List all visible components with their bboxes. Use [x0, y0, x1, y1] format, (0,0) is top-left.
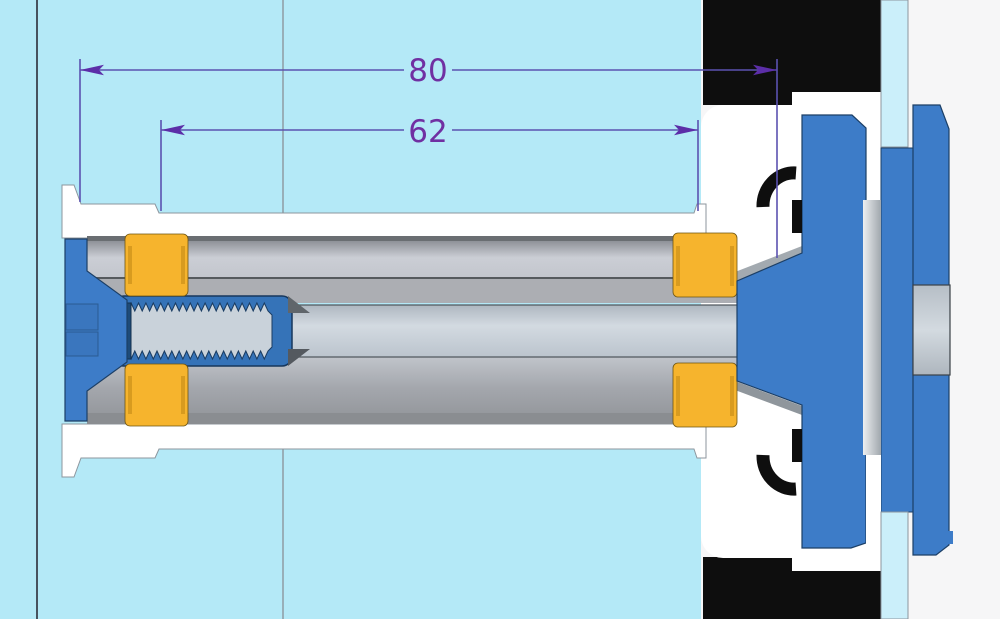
- dim-label-62: 62: [408, 114, 447, 150]
- clamp-ring-nub: [948, 531, 953, 544]
- clamp-washer-strip: [863, 200, 881, 455]
- dimension-80: 80: [79, 53, 778, 258]
- bushing-yellow-bottom-right: [672, 362, 738, 428]
- flange-plate-bottom: [61, 423, 707, 478]
- sleeve-bottom-outer: [87, 413, 737, 424]
- sleeve-top-edge-line: [87, 277, 737, 279]
- arrowhead-62-right: [674, 124, 698, 136]
- hex-socket-lower: [65, 331, 99, 357]
- clamp-collar: [880, 147, 915, 513]
- hook-seal-top-bar: [792, 200, 802, 233]
- bushing-yellow-top-right: [672, 232, 738, 298]
- bolt-end-head: [912, 284, 951, 376]
- clamp-disc: [736, 114, 867, 549]
- bushing-yellow-bottom-left: [124, 363, 189, 427]
- sleeve-cone-bottom: [735, 381, 802, 415]
- hook-seal-top: [756, 166, 797, 208]
- arrowhead-80-left: [80, 64, 104, 76]
- bushing-head-lower-face: [800, 546, 882, 558]
- sleeve-top-shadow: [87, 236, 737, 242]
- arrowhead-62-left: [161, 124, 185, 136]
- gasket-band-top: [703, 0, 882, 105]
- sleeve-cone-top: [735, 246, 802, 282]
- bore-chamfer-bottom: [288, 349, 310, 366]
- arrowhead-80-right: [753, 64, 777, 76]
- dimension-62: 62: [160, 114, 699, 211]
- clamp-lower-gap: [866, 455, 881, 548]
- hook-seal-bottom: [756, 454, 797, 496]
- bushing-head-top-step: [792, 92, 882, 106]
- hook-seal-bottom-bar: [792, 429, 802, 462]
- bore-chamfer-top: [288, 296, 310, 313]
- bushing-head-bottom-step: [792, 556, 882, 571]
- glass-strip-top: [880, 0, 909, 148]
- bushing-yellow-top-left: [124, 233, 189, 297]
- glass-strip-bottom: [880, 511, 909, 619]
- dim-label-80: 80: [408, 53, 447, 89]
- sleeve-top-outer: [87, 241, 737, 278]
- thread-core: [119, 301, 273, 361]
- hex-socket-upper: [65, 303, 99, 331]
